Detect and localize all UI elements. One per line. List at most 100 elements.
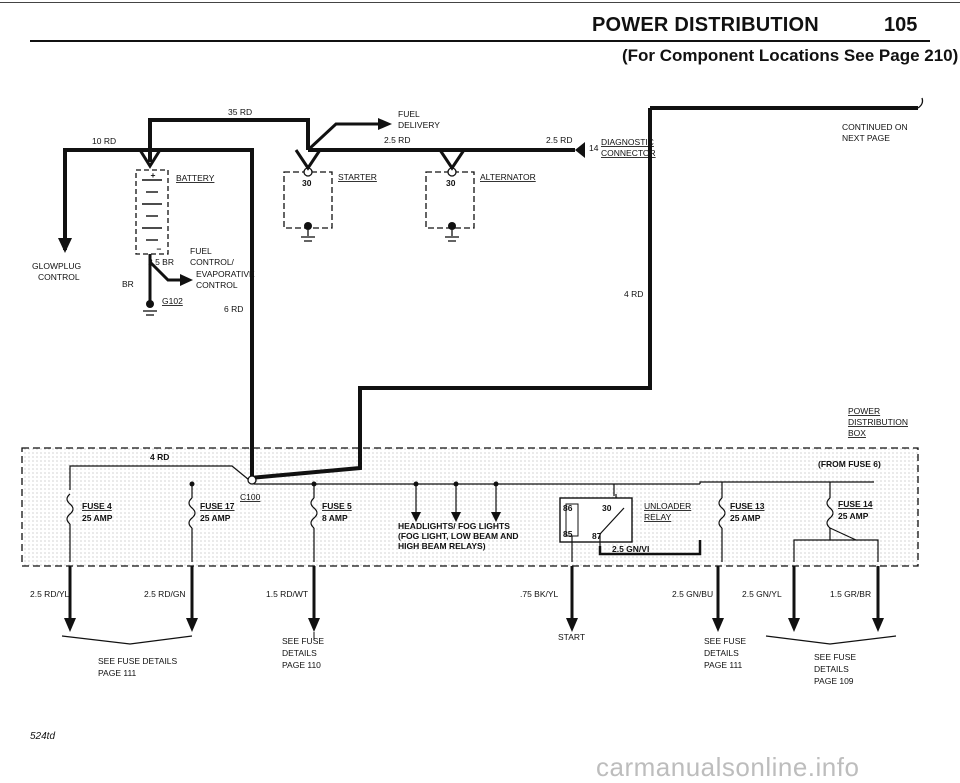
- fuse-details-note: PAGE 111: [98, 668, 137, 678]
- pdb-label-2: DISTRIBUTION: [848, 417, 908, 427]
- fuel-delivery-label-2: DELIVERY: [398, 120, 440, 130]
- unloader-label: UNLOADER: [644, 501, 691, 511]
- header-top-rule: [0, 2, 960, 3]
- wire-4rd-right-label: 4 RD: [624, 289, 643, 299]
- g102-ground-symbol: [143, 310, 157, 316]
- output-wire-label: 2.5 GN/BU: [672, 589, 713, 599]
- fuel-delivery-wire: [306, 122, 378, 152]
- fuse-details-note: PAGE 110: [282, 660, 321, 670]
- page-header: POWER DISTRIBUTION 105 (For Component Lo…: [0, 0, 960, 82]
- output-wire-label: 1.5 RD/WT: [266, 589, 308, 599]
- page-number: 105: [884, 14, 918, 36]
- bus-junction-dots: [189, 481, 499, 487]
- from-fuse6-label: (FROM FUSE 6): [818, 459, 881, 469]
- output-wire-label: 1.5 GR/BR: [830, 589, 871, 599]
- diagnostic-connector-label: DIAGNOSTIC: [601, 137, 654, 147]
- fuel-control-wire: [148, 260, 182, 282]
- continued-marker: [917, 97, 924, 109]
- output-wire-label: 2.5 RD/YL: [30, 589, 69, 599]
- fuel-delivery-arrowhead: [378, 118, 392, 130]
- glowplug-label-2: CONTROL: [38, 272, 80, 282]
- fuse-symbols: [66, 493, 834, 529]
- fuel-delivery-label: FUEL: [398, 109, 420, 119]
- battery: + −: [135, 169, 169, 255]
- brace-fuse-14: [765, 635, 897, 645]
- power-distribution-box: [21, 447, 919, 567]
- wire-25gnvi-label: 2.5 GN/VI: [612, 544, 649, 554]
- c100-label: C100: [240, 492, 261, 502]
- alternator-feed-wire: [438, 149, 466, 171]
- unloader-relay: [559, 494, 633, 546]
- wire-4rd-box-label: 4 RD: [150, 452, 169, 462]
- fuse-details-note: PAGE 111: [704, 660, 743, 670]
- pdb-label-3: BOX: [848, 428, 866, 438]
- glowplug-label: GLOWPLUG: [32, 261, 81, 271]
- fuel-control-label-2: CONTROL/: [190, 257, 235, 267]
- starter-pin-label: 30: [302, 178, 312, 188]
- fuel-control-label-4: CONTROL: [196, 280, 238, 290]
- relay-pin-87: 87: [592, 531, 602, 541]
- fuse-13-label: FUSE 13: [730, 501, 765, 511]
- c100-connector: [247, 475, 257, 485]
- fuse-13-amp: 25 AMP: [730, 513, 761, 523]
- fuse-details-note: DETAILS: [282, 648, 317, 658]
- alternator-pin-label: 30: [446, 178, 456, 188]
- relay-pin-30: 30: [602, 503, 612, 513]
- battery-feed-wire: [138, 149, 162, 169]
- fuel-control-label-3: EVAPORATIVE: [196, 269, 255, 279]
- wire-25rd-label-a: 2.5 RD: [384, 135, 410, 145]
- fuse-14-amp: 25 AMP: [838, 511, 869, 521]
- unloader-output-wire: [598, 540, 702, 556]
- br-label: BR: [122, 279, 134, 289]
- headlights-label-3: HIGH BEAM RELAYS): [398, 541, 486, 551]
- headlight-arrows: [411, 512, 501, 522]
- headlights-label-2: (FOG LIGHT, LOW BEAM AND: [398, 531, 519, 541]
- diagnostic-arrowhead: [575, 142, 585, 158]
- fuse-details-note: SEE FUSE: [282, 636, 324, 646]
- wire-25rd-label-b: 2.5 RD: [546, 135, 572, 145]
- page-title: POWER DISTRIBUTION: [592, 14, 819, 36]
- fuse-details-note: DETAILS: [814, 664, 849, 674]
- alternator-label: ALTERNATOR: [480, 172, 536, 182]
- headlights-label: HEADLIGHTS/ FOG LIGHTS: [398, 521, 510, 531]
- fuse-17-amp: 25 AMP: [200, 513, 231, 523]
- fuel-control-label: FUEL: [190, 246, 212, 256]
- fuse-17-label: FUSE 17: [200, 501, 235, 511]
- fuse-4-label: FUSE 4: [82, 501, 112, 511]
- output-arrowheads: [64, 618, 884, 632]
- fuel-control-arrowhead: [180, 274, 193, 286]
- svg-text:+: +: [151, 170, 156, 180]
- relay-pin-85: 85: [563, 529, 573, 539]
- fuse-details-note: SEE FUSE: [814, 652, 856, 662]
- starter-label: STARTER: [338, 172, 377, 182]
- start-label: START: [558, 632, 585, 642]
- fuse-14-label: FUSE 14: [838, 499, 873, 509]
- alternator-component: [425, 167, 475, 242]
- wire-6rd-label: 6 RD: [224, 304, 243, 314]
- fuse-details-note: DETAILS: [704, 648, 739, 658]
- fuse-details-note: SEE FUSE: [704, 636, 746, 646]
- page-subtitle: (For Component Locations See Page 210): [622, 46, 959, 65]
- output-wire-label: .75 BK/YL: [520, 589, 559, 599]
- svg-text:−: −: [157, 244, 162, 254]
- g102-label: G102: [162, 296, 183, 306]
- wire-10rd-label: 10 RD: [92, 136, 116, 146]
- relay-pin-86: 86: [563, 503, 573, 513]
- pdb-label: POWER: [848, 406, 880, 416]
- fuse-details-note: PAGE 109: [814, 676, 854, 686]
- output-wire-label: 2.5 RD/GN: [144, 589, 186, 599]
- wire-25br-label: 2.5 BR: [148, 257, 174, 267]
- g102-ground-dot: [146, 300, 154, 308]
- main-wires: [63, 106, 918, 480]
- header-rule: [30, 40, 930, 42]
- continued-label: CONTINUED ON: [842, 122, 908, 132]
- output-wire-label: 2.5 GN/YL: [742, 589, 782, 599]
- brace-fuse-4-17: [61, 635, 193, 645]
- output-wires: [68, 566, 880, 618]
- diagnostic-connector-label-2: CONNECTOR: [601, 148, 656, 158]
- continued-label-2: NEXT PAGE: [842, 133, 890, 143]
- starter-feed-wire: [294, 149, 322, 171]
- fuse-5-label: FUSE 5: [322, 501, 352, 511]
- glowplug-arrowhead: [58, 238, 72, 253]
